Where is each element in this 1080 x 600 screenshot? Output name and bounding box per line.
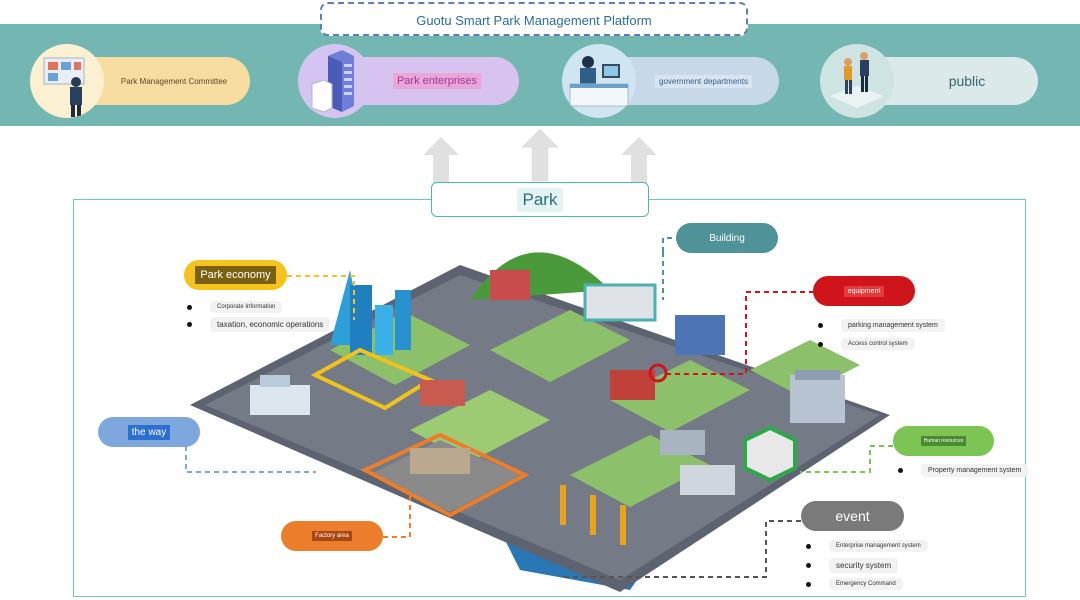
bullet-text: security system [829,558,899,573]
hq-building [790,370,845,423]
event-label: event [835,508,870,524]
factory-area-label: Factory area [312,531,352,541]
bullet-text: parking management system [841,319,945,332]
bullet-dot [898,468,903,473]
stakeholder-label: Park Management Committee [120,76,228,86]
park-economy-tag: Park economy [184,260,287,290]
factory-area-tag: Factory area [281,521,383,551]
list-item: taxation, economic operations [187,317,331,332]
list-item: Enterprise management system [806,540,928,552]
red-buildings [420,270,655,406]
building-label: Building [709,232,745,244]
platform-title: Guotu Smart Park Management Platform [320,2,748,36]
up-arrow-icon [521,128,559,182]
human-resources-tag: Human resources [893,426,994,456]
bullet-dot [806,581,811,587]
list-item: Property management system [898,464,1029,477]
bullet-dot [818,341,823,347]
office-tower-icon [298,44,372,118]
the-way-tag: the way [98,417,200,447]
park-economy-label: Park economy [195,266,276,284]
bullet-text: Property management system [921,464,1029,477]
bullet-text: Access control system [841,338,915,350]
bullet-dot [187,322,192,327]
list-item: Access control system [818,338,915,350]
factory-buildings [360,432,530,518]
human-resources-label: Human resources [920,436,967,446]
bullet-dot [187,304,192,310]
park-title-text: Park [516,187,564,212]
office-complex [583,283,725,355]
park-title: Park [431,182,649,217]
list-item: security system [806,558,899,573]
people-standing-icon [820,44,894,118]
up-arrow-icon [621,137,657,187]
the-way-label: the way [127,424,171,440]
bullet-text: Emergency Command [829,578,903,590]
bullet-text: Corporate Information [210,301,283,313]
bullet-dot [806,543,811,549]
equipment-tag: equipment [813,276,915,306]
hex-building [743,425,797,483]
port-cranes [560,485,626,545]
up-arrow-icon [423,137,459,187]
stakeholder-label: government departments [655,74,752,88]
stakeholder-label: public [948,73,986,89]
bullet-dot [818,323,823,328]
building-tag: Building [676,223,778,253]
list-item: Emergency Command [806,578,903,590]
person-at-board-icon [30,44,104,118]
isometric-park-illustration [190,252,890,592]
airport [250,375,310,415]
list-item: Corporate Information [187,301,283,313]
warehouses [660,430,735,495]
list-item: parking management system [818,319,945,332]
bullet-text: Enterprise management system [829,540,928,552]
equipment-label: equipment [843,285,885,297]
bullet-text: taxation, economic operations [210,317,331,332]
bullet-dot [806,563,811,568]
stakeholder-label: Park enterprises [392,73,482,89]
event-tag: event [801,501,904,531]
person-at-desk-icon [562,44,636,118]
